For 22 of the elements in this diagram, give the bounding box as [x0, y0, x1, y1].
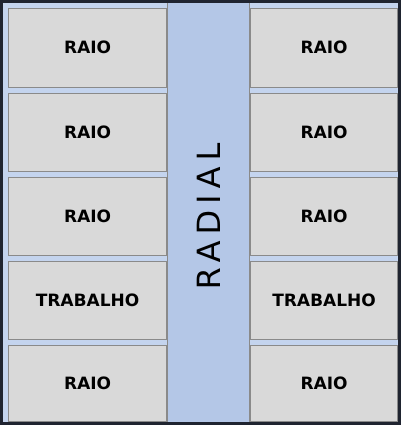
grid-box — [250, 93, 398, 172]
grid-box — [8, 8, 167, 88]
box-label: RAIO — [300, 38, 348, 58]
grid-box — [250, 345, 398, 422]
box-label: RAIO — [64, 206, 112, 226]
grid-box — [8, 345, 167, 422]
box-label: RAIO — [300, 206, 348, 226]
box-label: RAIO — [64, 122, 112, 142]
grid-box — [8, 261, 167, 340]
box-label: RAIO — [64, 38, 112, 58]
box-label: TRABALHO — [36, 290, 140, 310]
box-label: RAIO — [300, 374, 348, 394]
box-label: RAIO — [64, 374, 112, 394]
grid-box — [8, 93, 167, 172]
box-label: RAIO — [300, 122, 348, 142]
grid-box — [250, 177, 398, 256]
grid-box — [250, 8, 398, 88]
box-label: TRABALHO — [272, 290, 376, 310]
band-label: RADIAL — [190, 136, 228, 289]
grid-box — [8, 177, 167, 256]
radial-band — [167, 3, 250, 422]
grid-box — [250, 261, 398, 340]
